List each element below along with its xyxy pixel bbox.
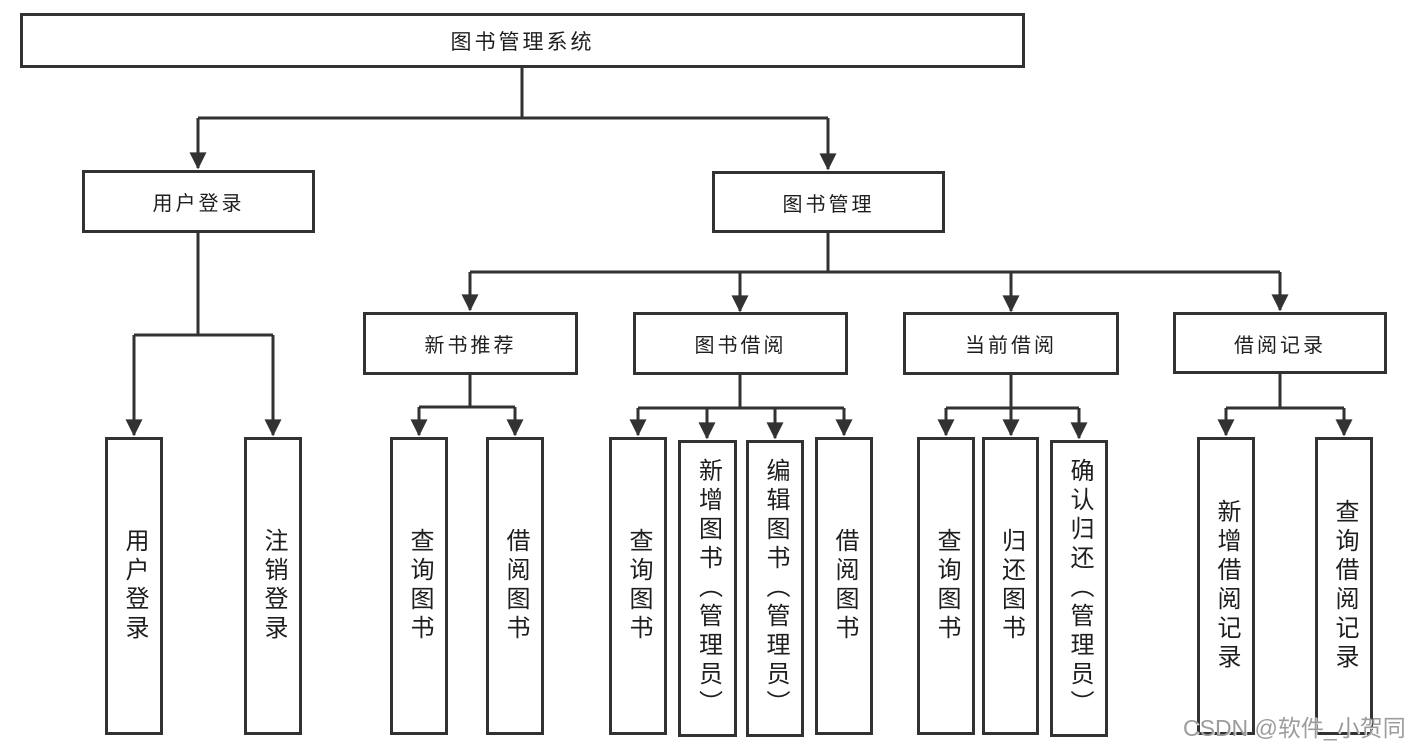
leaf-query-books-recommend: 查询图书 <box>390 437 448 735</box>
node-user-login: 用户登录 <box>82 170 315 233</box>
leaf-user-login-label: 用户登录 <box>121 528 148 644</box>
leaf-query-books-borrow-label: 查询图书 <box>625 528 652 644</box>
leaf-borrow-books-recommend-label: 借阅图书 <box>502 528 529 644</box>
node-borrowing-records: 借阅记录 <box>1173 312 1387 374</box>
node-book-management-label: 图书管理 <box>782 193 875 216</box>
node-borrowing-records-label: 借阅记录 <box>1234 334 1326 357</box>
leaf-query-books-current: 查询图书 <box>917 437 975 735</box>
leaf-edit-book-admin-label: 编辑图书（管理员） <box>762 458 789 719</box>
node-book-borrowing-label: 图书借阅 <box>694 335 787 357</box>
leaf-return-books-label: 归还图书 <box>997 528 1025 644</box>
node-system-root-label: 图书管理系统 <box>450 30 595 54</box>
leaf-logout: 注销登录 <box>244 437 302 735</box>
leaf-borrow-books-borrow-label: 借阅图书 <box>831 528 858 644</box>
csdn-watermark: CSDN @软件_小贺同学 <box>1183 715 1405 741</box>
node-user-login-label: 用户登录 <box>152 193 245 215</box>
leaf-logout-label: 注销登录 <box>260 528 287 644</box>
leaf-query-books-current-label: 查询图书 <box>933 528 960 644</box>
node-system-root: 图书管理系统 <box>20 13 1025 68</box>
leaf-borrow-books-recommend: 借阅图书 <box>486 437 544 735</box>
leaf-add-borrow-record: 新增借阅记录 <box>1197 437 1255 735</box>
leaf-add-borrow-record-label: 新增借阅记录 <box>1213 499 1240 673</box>
node-book-borrowing: 图书借阅 <box>633 312 848 375</box>
leaf-borrow-books-borrow: 借阅图书 <box>815 437 873 735</box>
node-current-borrowing-label: 当前借阅 <box>965 335 1057 357</box>
node-new-book-recommend-label: 新书推荐 <box>424 335 517 357</box>
node-book-management: 图书管理 <box>712 171 945 233</box>
leaf-query-borrow-record: 查询借阅记录 <box>1315 437 1373 735</box>
leaf-query-borrow-record-label: 查询借阅记录 <box>1331 499 1358 673</box>
leaf-add-book-admin: 新增图书（管理员） <box>678 440 737 737</box>
node-current-borrowing: 当前借阅 <box>903 312 1119 375</box>
leaf-confirm-return-admin: 确认归还（管理员） <box>1050 440 1108 737</box>
leaf-query-books-borrow: 查询图书 <box>609 437 667 735</box>
connector-arrows <box>125 118 1353 440</box>
leaf-add-book-admin-label: 新增图书（管理员） <box>694 458 722 719</box>
leaf-edit-book-admin: 编辑图书（管理员） <box>746 440 804 737</box>
leaf-query-books-recommend-label: 查询图书 <box>406 528 433 644</box>
leaf-user-login: 用户登录 <box>105 437 163 735</box>
leaf-confirm-return-admin-label: 确认归还（管理员） <box>1066 458 1093 719</box>
leaf-return-books: 归还图书 <box>982 437 1039 735</box>
node-new-book-recommend: 新书推荐 <box>363 312 578 375</box>
